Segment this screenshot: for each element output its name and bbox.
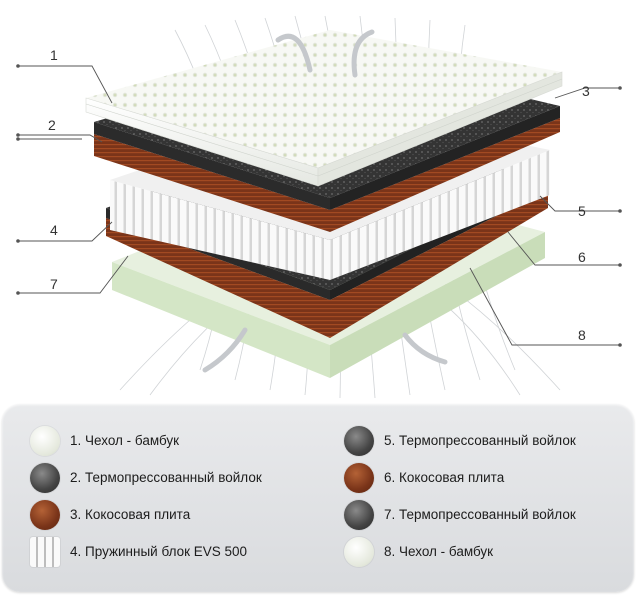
legend-label: 6. Кокосовая плита <box>384 470 505 485</box>
arrow-down-icon <box>351 29 375 78</box>
callout-number-4: 4 <box>50 222 58 238</box>
legend-label: 4. Пружинный блок EVS 500 <box>70 544 248 559</box>
legend-label: 1. Чехол - бамбук <box>70 433 180 448</box>
bamboo-cover-icon <box>30 425 60 456</box>
felt-icon <box>344 425 374 456</box>
coconut-icon <box>30 499 60 530</box>
legend-label: 8. Чехол - бамбук <box>384 544 494 559</box>
layer-coconut-6 <box>106 190 548 338</box>
legend-item-5: 5. Термопрессованный войлок <box>344 422 576 459</box>
arrow-down-icon <box>202 327 248 373</box>
layers-legend: 1. Чехол - бамбук 2. Термопрессованный в… <box>2 404 634 592</box>
callout-number-2: 2 <box>48 117 56 133</box>
spring-block-icon <box>30 536 60 567</box>
legend-label: 2. Термопрессованный войлок <box>70 470 262 485</box>
legend-column-right: 5. Термопрессованный войлок 6. Кокосовая… <box>344 422 576 570</box>
legend-item-7: 7. Термопрессованный войлок <box>344 496 576 533</box>
legend-label: 5. Термопрессованный войлок <box>384 433 576 448</box>
bamboo-cover-icon <box>344 536 374 567</box>
felt-icon <box>30 462 60 493</box>
felt-icon <box>344 499 374 530</box>
callout-number-1: 1 <box>50 47 58 63</box>
callout-number-7: 7 <box>50 276 58 292</box>
callout-number-3: 3 <box>582 83 590 99</box>
arrow-down-icon <box>402 332 448 365</box>
legend-item-2: 2. Термопрессованный войлок <box>30 459 262 496</box>
callout-number-8: 8 <box>578 327 586 343</box>
mattress-layers-diagram: 1 2 3 4 5 6 7 8 <box>16 15 622 399</box>
arrow-down-icon <box>275 33 313 73</box>
layer-top-cover <box>85 30 563 187</box>
airflow-arrows <box>202 29 448 373</box>
callout-dots <box>16 64 622 347</box>
legend-item-1: 1. Чехол - бамбук <box>30 422 262 459</box>
layer-coconut-3 <box>94 118 560 232</box>
coconut-icon <box>344 462 374 493</box>
legend-item-6: 6. Кокосовая плита <box>344 459 576 496</box>
callout-number-5: 5 <box>578 203 586 219</box>
legend-item-3: 3. Кокосовая плита <box>30 496 262 533</box>
legend-label: 7. Термопрессованный войлок <box>384 507 576 522</box>
callout-leaders <box>18 65 620 346</box>
legend-item-4: 4. Пружинный блок EVS 500 <box>30 533 262 570</box>
callout-number-6: 6 <box>578 249 586 265</box>
legend-column-left: 1. Чехол - бамбук 2. Термопрессованный в… <box>30 422 262 570</box>
legend-label: 3. Кокосовая плита <box>70 507 191 522</box>
legend-item-8: 8. Чехол - бамбук <box>344 533 576 570</box>
